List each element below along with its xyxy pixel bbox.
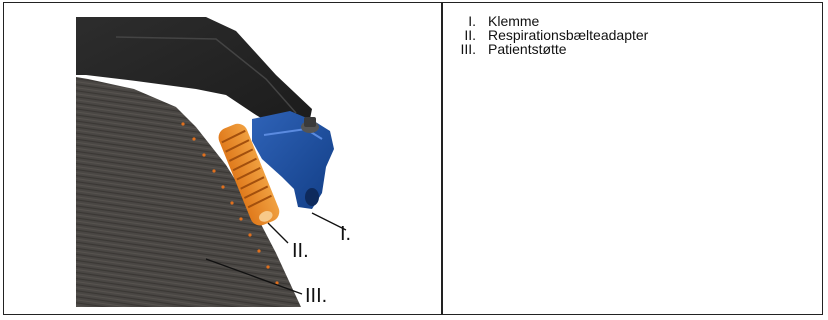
- legend-number: II.: [450, 28, 488, 42]
- legend-text: Respirationsbælteadapter: [488, 28, 648, 42]
- clamp-knob-top: [304, 117, 316, 127]
- illustration: [76, 17, 350, 307]
- legend: I. Klemme II. Respirationsbælteadapter I…: [450, 14, 648, 56]
- leader-line-adapter: [268, 223, 288, 243]
- legend-item: I. Klemme: [450, 14, 648, 28]
- callout-clamp: I.: [340, 224, 351, 244]
- illustration-svg: [76, 17, 350, 307]
- legend-item: II. Respirationsbælteadapter: [450, 28, 648, 42]
- column-divider: [441, 2, 443, 315]
- legend-number: III.: [450, 42, 488, 56]
- legend-item: III. Patientstøtte: [450, 42, 648, 56]
- callout-support: III.: [305, 286, 327, 306]
- legend-number: I.: [450, 14, 488, 28]
- legend-text: Klemme: [488, 14, 539, 28]
- clamp-hole: [305, 188, 319, 206]
- legend-text: Patientstøtte: [488, 42, 567, 56]
- callout-adapter: II.: [292, 241, 309, 261]
